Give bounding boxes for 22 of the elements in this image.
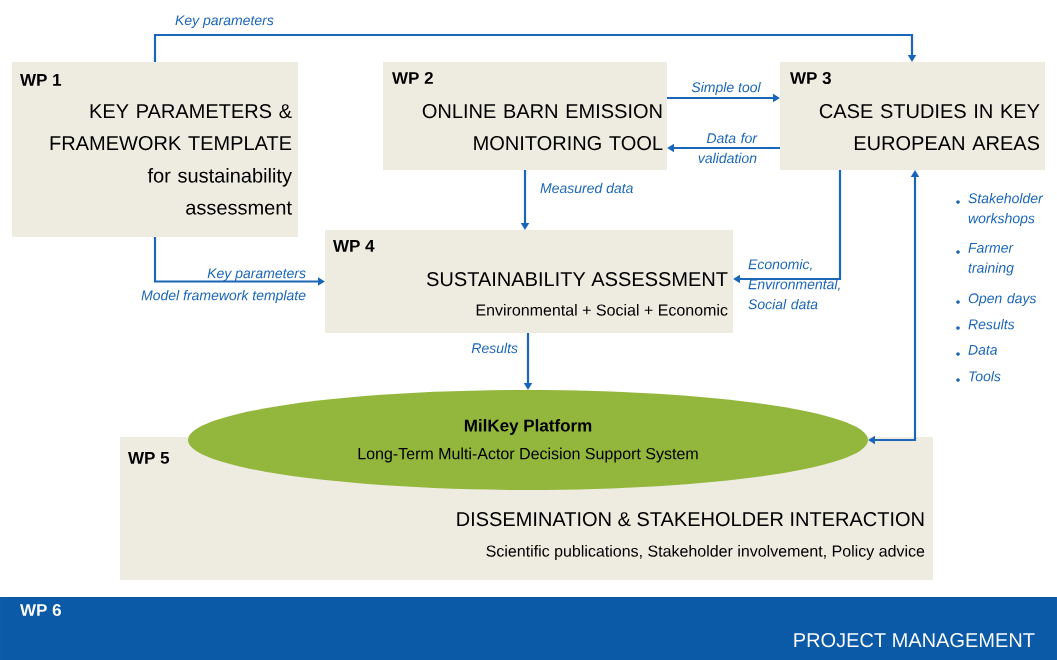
edge-label: Key parameters — [175, 15, 274, 28]
edge-label: Key parameters — [207, 268, 306, 281]
edge-label: Data for validation — [698, 132, 758, 164]
bullet-item: Open days — [956, 293, 1037, 307]
bullet-item: Data — [956, 345, 998, 356]
arrow — [153, 237, 325, 286]
work-package-box: WP 1 KEY PARAMETERS & FRAMEWORK TEMPLATE for sustainability assessment — [12, 62, 298, 237]
bullet-item: Results — [956, 319, 1015, 330]
edge-label: Results — [471, 342, 518, 354]
work-package-box: WP 3 CASE STUDIES IN KEY EUROPEAN AREAS — [780, 62, 1045, 170]
work-package-band: WP 6 PROJECT MANAGEMENT — [0, 597, 1057, 660]
bullet-item: Tools — [956, 371, 1001, 382]
bullet-item: Stakeholder workshops — [956, 193, 1044, 227]
edge-label: Economic, Environmental, Social data — [748, 259, 840, 310]
work-package-box: WP 2 ONLINE BARN EMISSION MONITORING TOOL — [383, 62, 667, 170]
annotation-text: Model framework template — [141, 290, 306, 304]
edge-label: Simple tool — [691, 81, 761, 95]
bullet-item: Farmer training — [956, 243, 1014, 276]
edge-label: Measured data — [540, 182, 633, 194]
arrow — [153, 33, 917, 62]
arrow — [733, 170, 842, 284]
work-package-box: WP 4 SUSTAINABILITY ASSESSMENT Environmental + Social + Economic — [325, 230, 733, 333]
